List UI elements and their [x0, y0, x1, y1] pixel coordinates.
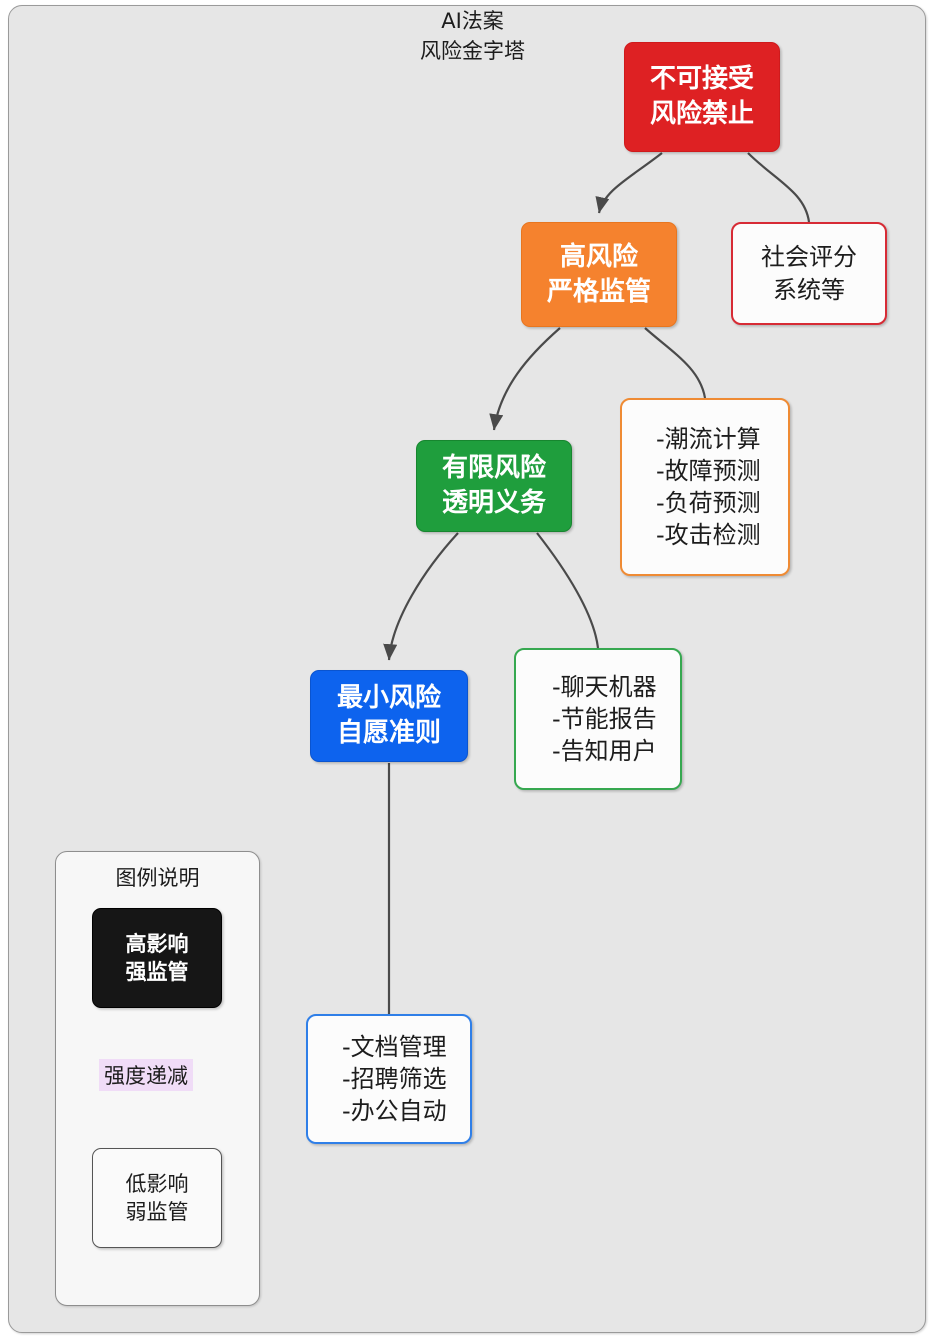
minimal-risk-item-1: -文档管理 [342, 1032, 447, 1061]
node-high-risk-line-1: 高风险 [559, 241, 638, 272]
social-scoring-line-2: 系统等 [773, 275, 845, 304]
legend-node-high-impact[interactable]: 高影响 强监管 [92, 908, 222, 1008]
legend-high-line-2: 强监管 [125, 960, 189, 984]
node-minimal-risk-line-2: 自愿准则 [336, 718, 441, 748]
high-risk-item-3: -负荷预测 [656, 489, 761, 517]
node-unacceptable-line-1: 不可接受 [649, 64, 754, 95]
node-minimal-risk[interactable]: 最小风险 自愿准则 [310, 670, 468, 762]
legend-low-line-1: 低影响 [125, 1171, 189, 1196]
node-high-risk[interactable]: 高风险 严格监管 [521, 222, 677, 327]
title-line-2: 风险金字塔 [420, 39, 525, 64]
legend-edge-label: 强度递减 [99, 1059, 193, 1091]
page-title: AI法案 风险金字塔 [355, 6, 590, 67]
node-unacceptable-risk[interactable]: 不可接受 风险禁止 [624, 42, 780, 152]
example-box-high-risk-items[interactable]: -潮流计算 -故障预测 -负荷预测 -攻击检测 [620, 398, 790, 576]
legend-high-line-1: 高影响 [125, 931, 189, 956]
node-unacceptable-line-2: 风险禁止 [649, 99, 754, 129]
high-risk-item-4: -攻击检测 [656, 521, 761, 550]
title-line-1: AI法案 [441, 9, 504, 33]
example-box-limited-risk-items[interactable]: -聊天机器 -节能报告 -告知用户 [514, 648, 682, 790]
limited-risk-item-2: -节能报告 [552, 704, 657, 733]
example-box-social-scoring[interactable]: 社会评分 系统等 [731, 222, 887, 325]
node-limited-risk[interactable]: 有限风险 透明义务 [416, 440, 572, 532]
node-high-risk-line-2: 严格监管 [546, 276, 651, 307]
limited-risk-item-1: -聊天机器 [552, 672, 657, 701]
node-minimal-risk-line-1: 最小风险 [336, 683, 441, 714]
high-risk-item-2: -故障预测 [656, 456, 761, 485]
high-risk-item-1: -潮流计算 [656, 424, 761, 453]
example-box-minimal-risk-items[interactable]: -文档管理 -招聘筛选 -办公自动 [306, 1014, 472, 1144]
legend-node-low-impact[interactable]: 低影响 弱监管 [92, 1148, 222, 1248]
limited-risk-item-3: -告知用户 [552, 737, 657, 766]
minimal-risk-item-2: -招聘筛选 [342, 1064, 447, 1093]
node-limited-risk-line-2: 透明义务 [441, 488, 546, 518]
minimal-risk-item-3: -办公自动 [342, 1097, 447, 1126]
legend-title: 图例说明 [115, 866, 200, 890]
legend-low-line-2: 弱监管 [125, 1200, 189, 1224]
node-limited-risk-line-1: 有限风险 [441, 453, 546, 484]
social-scoring-line-1: 社会评分 [761, 243, 857, 272]
